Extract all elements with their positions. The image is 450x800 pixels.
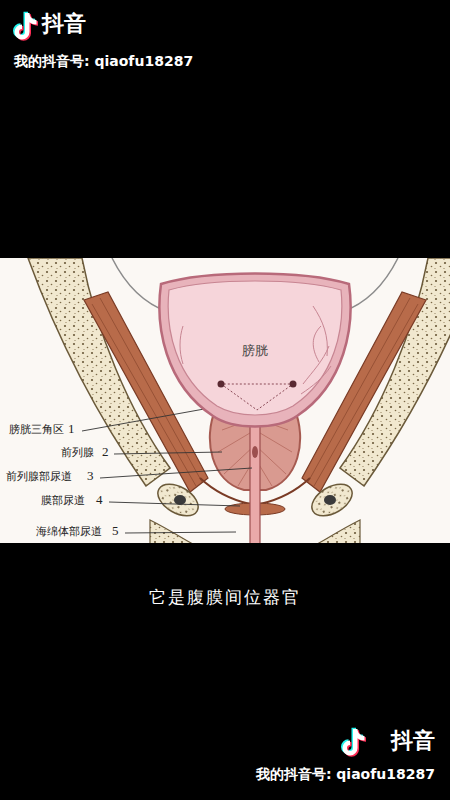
leader-line [100, 468, 252, 478]
bladder-wall [159, 274, 350, 427]
part-name: 海绵体部尿道 [35, 526, 103, 539]
pubic-bone [152, 478, 203, 523]
part-name: 膜部尿道 [40, 495, 86, 508]
logo-white [343, 729, 365, 756]
part-name: 前列腺部尿道 [5, 471, 73, 484]
mucosal-folds [180, 306, 331, 394]
logo-white [15, 13, 37, 40]
part-name: 膀胱三角区 [8, 424, 65, 437]
part-name: 前列腺 [60, 447, 95, 460]
ureteric-orifice [218, 381, 225, 388]
logo-icon [341, 728, 366, 757]
bone-section [174, 495, 186, 505]
callout-number: 3 [86, 469, 95, 484]
callout-number: 4 [95, 493, 104, 508]
ureteric-orifice [290, 381, 297, 388]
leader-line [114, 452, 222, 454]
bladder-lumen [168, 281, 342, 415]
leader-line [109, 502, 240, 506]
pelvis-drawing [28, 258, 450, 543]
logo-icon [13, 12, 38, 41]
subtitle-caption: 它是腹膜间位器官 [0, 588, 450, 608]
callout-number: 2 [101, 445, 110, 460]
leader-line [125, 532, 236, 533]
callout-number: 1 [67, 422, 76, 437]
callout-number: 5 [111, 524, 120, 539]
seminal-colliculus [252, 446, 258, 458]
bladder-organ: 膀胱 [153, 266, 357, 434]
logo-text: 抖音 [42, 11, 86, 36]
organ-name: 膀胱 [242, 344, 268, 359]
account-id: 我的抖音号: qiaofu18287 [256, 766, 435, 782]
account-id: 我的抖音号: qiaofu18287 [14, 53, 193, 69]
lower-bone [150, 520, 200, 543]
logo-text: 抖音 [391, 728, 435, 753]
trigone-outline [221, 384, 293, 410]
